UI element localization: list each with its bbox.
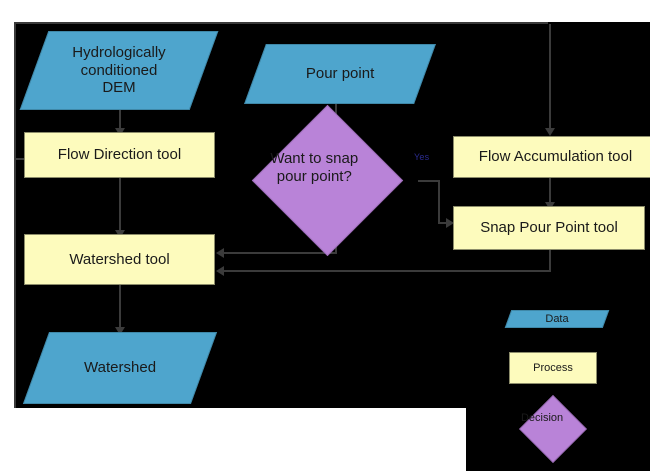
node-pour-point[interactable]: Pour point bbox=[244, 44, 436, 104]
legend-item-data: Data bbox=[504, 310, 610, 328]
connector-yes-horizontal bbox=[418, 180, 440, 182]
connector-dem-to-flowdir bbox=[119, 110, 121, 132]
connector-left-into-flowdir bbox=[14, 158, 26, 160]
legend-item-decision-label: Decision bbox=[520, 412, 564, 425]
arrowhead-yes-into-snappour bbox=[446, 218, 454, 228]
legend-item-data-label: Data bbox=[545, 313, 569, 325]
connector-watershedtool-to-watershed bbox=[119, 285, 121, 331]
node-hydrologically-conditioned-dem-label: Hydrologically conditioned DEM bbox=[72, 43, 166, 97]
node-watershed-label: Watershed bbox=[84, 359, 156, 377]
node-watershed-tool-label: Watershed tool bbox=[69, 250, 170, 268]
connector-top-to-flowaccum bbox=[549, 24, 551, 134]
node-watershed[interactable]: Watershed bbox=[22, 332, 218, 404]
connector-flowdir-to-watershedtool bbox=[119, 178, 121, 234]
node-hydrologically-conditioned-dem[interactable]: Hydrologically conditioned DEM bbox=[19, 31, 219, 110]
node-flow-accumulation-tool-label: Flow Accumulation tool bbox=[478, 148, 633, 166]
arrowhead-snappour-into-watershedtool bbox=[216, 266, 224, 276]
connector-snappour-vertical bbox=[549, 250, 551, 272]
node-pour-point-label: Pour point bbox=[305, 65, 375, 83]
node-snap-pour-point-tool-label: Snap Pour Point tool bbox=[480, 219, 618, 237]
node-decision-want-to-snap-pour-point-label: Want to snap pour point? bbox=[270, 149, 359, 185]
node-watershed-tool[interactable]: Watershed tool bbox=[24, 234, 215, 285]
node-flow-direction-tool-label: Flow Direction tool bbox=[57, 146, 182, 164]
node-flow-accumulation-tool[interactable]: Flow Accumulation tool bbox=[453, 136, 650, 178]
connector-no-horizontal bbox=[224, 252, 337, 254]
edge-label-yes: Yes bbox=[414, 152, 430, 162]
arrowhead-top-to-flowaccum bbox=[545, 128, 555, 136]
connector-left-vertical bbox=[14, 24, 16, 160]
connector-yes-vertical bbox=[438, 180, 440, 224]
node-snap-pour-point-tool[interactable]: Snap Pour Point tool bbox=[453, 206, 645, 250]
connector-yes-into-snappour bbox=[438, 222, 450, 224]
connector-flowaccum-to-snappour bbox=[549, 178, 551, 206]
arrowhead-no-into-watershedtool bbox=[216, 248, 224, 258]
arrowhead-watershedtool-to-watershed bbox=[115, 327, 125, 335]
node-flow-direction-tool[interactable]: Flow Direction tool bbox=[24, 132, 215, 178]
legend-item-process: Process bbox=[509, 352, 597, 384]
legend-item-process-label: Process bbox=[533, 362, 573, 374]
connector-snappour-horizontal bbox=[224, 270, 551, 272]
